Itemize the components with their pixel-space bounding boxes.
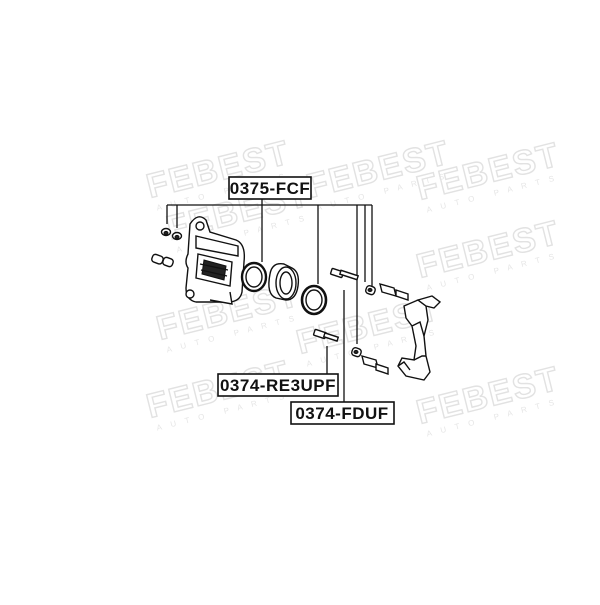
caliper-bracket-icon xyxy=(397,295,442,381)
piston-seal-icon xyxy=(240,261,268,293)
bleeder-caps xyxy=(160,227,183,241)
anti-rattle-clips xyxy=(361,282,409,375)
clip-icon xyxy=(379,282,397,298)
label-pin-kit: 0374-RE3UPF xyxy=(217,373,339,397)
piston-icon xyxy=(268,263,300,301)
bleeder-cap-hole xyxy=(174,234,180,240)
guide-boot-left xyxy=(151,253,174,268)
watermark-logo: FEBEST AUTO PARTS xyxy=(412,359,564,439)
label-bracket-kit-text: 0374-FDUF xyxy=(295,404,388,423)
bleeder-cap-hole xyxy=(163,230,169,236)
clip-icon xyxy=(395,289,409,301)
pin-boot-upper-icon xyxy=(365,285,376,296)
leader-lines xyxy=(166,198,373,402)
pin-boot-lower-icon xyxy=(351,347,362,358)
label-box xyxy=(228,176,312,200)
label-kit-top-text: 0375-FCF xyxy=(230,179,311,198)
guide-pin-bolt-icon xyxy=(329,267,360,281)
watermark-logo: FEBEST AUTO PARTS xyxy=(412,213,564,293)
caliper-housing-icon xyxy=(185,216,246,305)
boot-icon xyxy=(162,256,174,268)
clip-icon xyxy=(375,363,389,375)
label-bracket-kit: 0374-FDUF xyxy=(290,401,395,425)
guide-pin-icon xyxy=(312,328,340,342)
dust-boot-icon xyxy=(300,284,328,316)
label-pin-kit-text: 0374-RE3UPF xyxy=(220,376,336,395)
label-box xyxy=(217,373,339,397)
label-kit-top: 0375-FCF xyxy=(228,176,312,200)
label-box xyxy=(290,401,395,425)
